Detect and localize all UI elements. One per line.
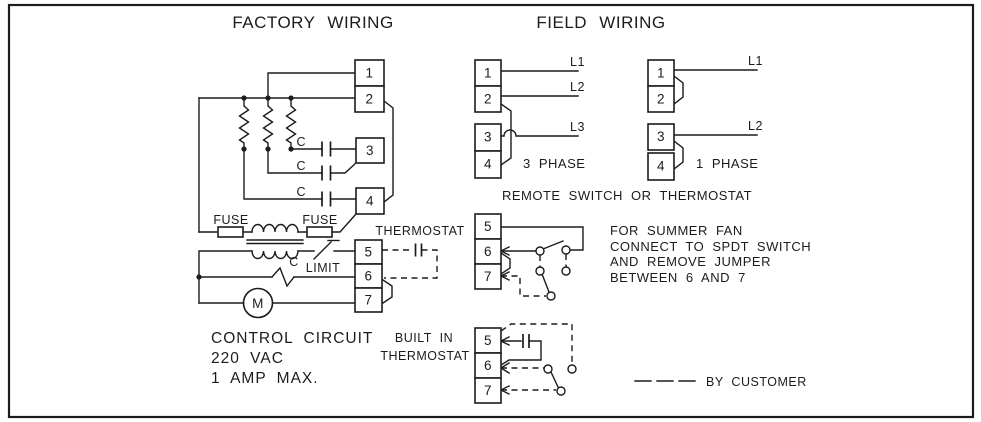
control-note-line1: CONTROL CIRCUIT [211,330,373,347]
terminal-7: 7 [484,383,492,398]
line-label-l3: L3 [570,120,585,134]
factory-wires [196,72,394,304]
fuse-symbol [217,226,244,238]
motor-symbol [242,287,274,319]
contactor-contact [321,165,332,181]
terminal-6: 6 [484,358,492,373]
terminal-5: 5 [364,245,372,260]
terminal-7: 7 [484,269,492,284]
terminal-6: 6 [484,244,492,259]
switch-blade [550,371,559,388]
legend-label: BY CUSTOMER [706,375,807,389]
control-circuit-note: CONTROL CIRCUIT 220 VAC 1 AMP MAX. [211,330,373,387]
jumper-1-2 [673,75,684,105]
spdt-switch-block: 5 6 7 FOR SUMMER FAN CONNECT TO SPDT SWI… [474,213,811,301]
contactor-contact [321,191,332,207]
terminal-4: 4 [657,159,665,174]
contact-c-label: C [296,185,306,199]
drawing-border [7,3,975,419]
jumper-6-7 [382,279,393,304]
field-wiring-section: 1 2 3 4 L1 L2 L3 3 PHASE 1 2 3 4 L1 L2 1… [380,54,811,404]
line-label-l1: L1 [570,55,585,69]
jumper-6-7 [500,252,511,275]
factory-terminal-block-power: 1 2 3 4 [354,59,385,215]
resistor-symbol [262,97,274,150]
contactor-contact [321,141,332,157]
terminal-3: 3 [657,129,665,144]
control-note-line3: 1 AMP MAX. [211,370,319,387]
terminal-6: 6 [364,269,372,284]
motor-label: M [252,296,264,311]
jumper-3-4 [673,140,684,170]
spdt-note-line1: FOR SUMMER FAN [610,223,743,238]
spdt-note-line4: BETWEEN 6 AND 7 [610,270,746,285]
switch-blade [541,273,550,293]
aux-contact-label: C [289,255,299,269]
resistor-symbol [285,97,297,150]
terminal-5: 5 [484,219,492,234]
fuse-label: FUSE [213,213,248,227]
terminal-1: 1 [657,66,665,81]
limit-switch-symbol [313,239,340,260]
terminal-4: 4 [366,194,374,209]
switch-blade [542,240,564,250]
terminal-7: 7 [364,293,372,308]
by-customer-legend: BY CUSTOMER [634,375,807,389]
terminal-2: 2 [484,92,492,107]
three-phase-caption: 3 PHASE [523,156,585,171]
transformer-secondary [251,250,299,260]
terminal-3: 3 [366,143,374,158]
spdt-note-line3: AND REMOVE JUMPER [610,254,771,269]
terminal-3: 3 [484,130,492,145]
builtin-caption-line1: BUILT IN [395,331,453,345]
line-label-l2: L2 [570,80,585,94]
line-label-l2: L2 [748,119,763,133]
resistor-symbol [238,97,250,150]
terminal-2: 2 [657,92,665,107]
factory-terminal-block-control: 5 6 7 [354,239,383,313]
transformer-primary [251,223,299,233]
terminal-5: 5 [484,333,492,348]
terminal-4: 4 [484,157,492,172]
limit-label: LIMIT [306,261,340,275]
spdt-note-line2: CONNECT TO SPDT SWITCH [610,239,811,254]
terminal-1: 1 [365,66,373,81]
builtin-caption-line2: THERMOSTAT [380,349,469,363]
contact-c-label: C [296,159,306,173]
fuse-label: FUSE [302,213,337,227]
fuse-symbol [306,226,333,238]
line-label-l1: L1 [748,54,763,68]
thermostat-contact [414,243,423,257]
contact-c-label: C [296,135,306,149]
one-phase-caption: 1 PHASE [696,156,758,171]
terminal-2: 2 [365,92,373,107]
terminal-1: 1 [484,66,492,81]
remote-switch-heading: REMOTE SWITCH OR THERMOSTAT [502,188,752,203]
aux-contact-symbol [271,266,295,288]
three-phase-hookup: 1 2 3 4 L1 L2 L3 3 PHASE [474,55,585,179]
one-phase-hookup: 1 2 3 4 L1 L2 1 PHASE [647,54,763,181]
transformer-core [246,239,304,245]
factory-wiring-section: FUSE FUSE THERMOSTAT C C C LIMIT C M 1 2… [196,59,464,387]
factory-thermostat-circuit [382,243,438,279]
control-note-line2: 220 VAC [211,350,284,367]
field-wiring-title: FIELD WIRING [536,13,665,32]
jumper-2-4 [500,103,512,166]
builtin-thermostat-block: 5 6 7 BUILT IN THERMOSTAT [380,323,577,404]
thermostat-contact [522,334,530,348]
factory-wiring-title: FACTORY WIRING [232,13,393,32]
thermostat-label: THERMOSTAT [375,224,464,238]
